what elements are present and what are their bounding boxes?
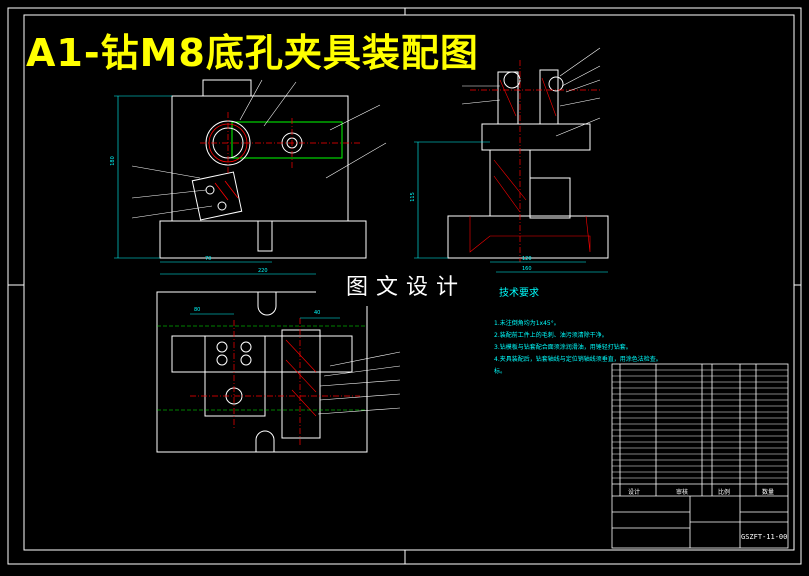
side-centerlines — [470, 60, 600, 262]
top-dimensions — [190, 313, 340, 319]
drawing-title: A1-钻M8底孔夹具装配图 — [26, 31, 479, 75]
title-block-label: 审核 — [676, 489, 689, 496]
dim-top-right: 40 — [314, 310, 321, 316]
requirement-item: 4.夹具装配后，钻套轴线与定位销轴线须垂直，用涂色法检查。 — [494, 356, 662, 363]
requirements-heading: 技术要求 — [499, 288, 539, 299]
dim-side-width-1: 120 — [522, 256, 532, 262]
requirement-item: 2.装配前工件上的毛刺、油污须清除干净。 — [494, 332, 608, 339]
top-centerlines — [190, 318, 360, 446]
title-block-label: 比例 — [718, 489, 731, 496]
front-centerlines — [200, 112, 360, 175]
dim-side-width-2: 160 — [522, 266, 532, 272]
inner-frame — [23, 14, 795, 551]
top-hidden — [157, 325, 367, 411]
front-leaders — [131, 79, 387, 219]
side-dimensions — [414, 141, 608, 273]
requirement-item: 3.钻模板与钻套配合面须涂润滑油，用锤轻打钻套。 — [494, 344, 632, 351]
dim-side-height: 115 — [409, 192, 416, 202]
front-view — [159, 79, 367, 259]
side-hatch — [469, 77, 591, 253]
dim-front-width-1: 70 — [205, 256, 212, 262]
title-block — [611, 363, 789, 549]
drawing-number: GSZFT-11-00 — [741, 533, 788, 541]
requirements-list: 1.未注倒角均为1x45°。 2.装配前工件上的毛刺、油污须清除干净。 3.钻模… — [494, 318, 662, 378]
top-view — [156, 291, 368, 453]
dim-top-left: 80 — [194, 307, 201, 313]
frame-ticks — [8, 8, 801, 564]
dim-front-height: 180 — [109, 156, 116, 166]
requirement-item: 标。 — [494, 368, 507, 375]
top-leaders — [317, 351, 401, 415]
side-view — [447, 69, 609, 259]
title-block-label: 数量 — [762, 489, 775, 496]
top-hatch — [285, 339, 317, 417]
title-block-rows — [612, 369, 788, 479]
front-dimensions — [114, 95, 366, 275]
side-leaders — [461, 47, 601, 137]
watermark-label: 图文设计 — [316, 270, 496, 306]
title-block-label: 设计 — [628, 489, 641, 496]
dim-front-width-2: 220 — [258, 268, 268, 274]
requirement-item: 1.未注倒角均为1x45°。 — [494, 320, 560, 327]
